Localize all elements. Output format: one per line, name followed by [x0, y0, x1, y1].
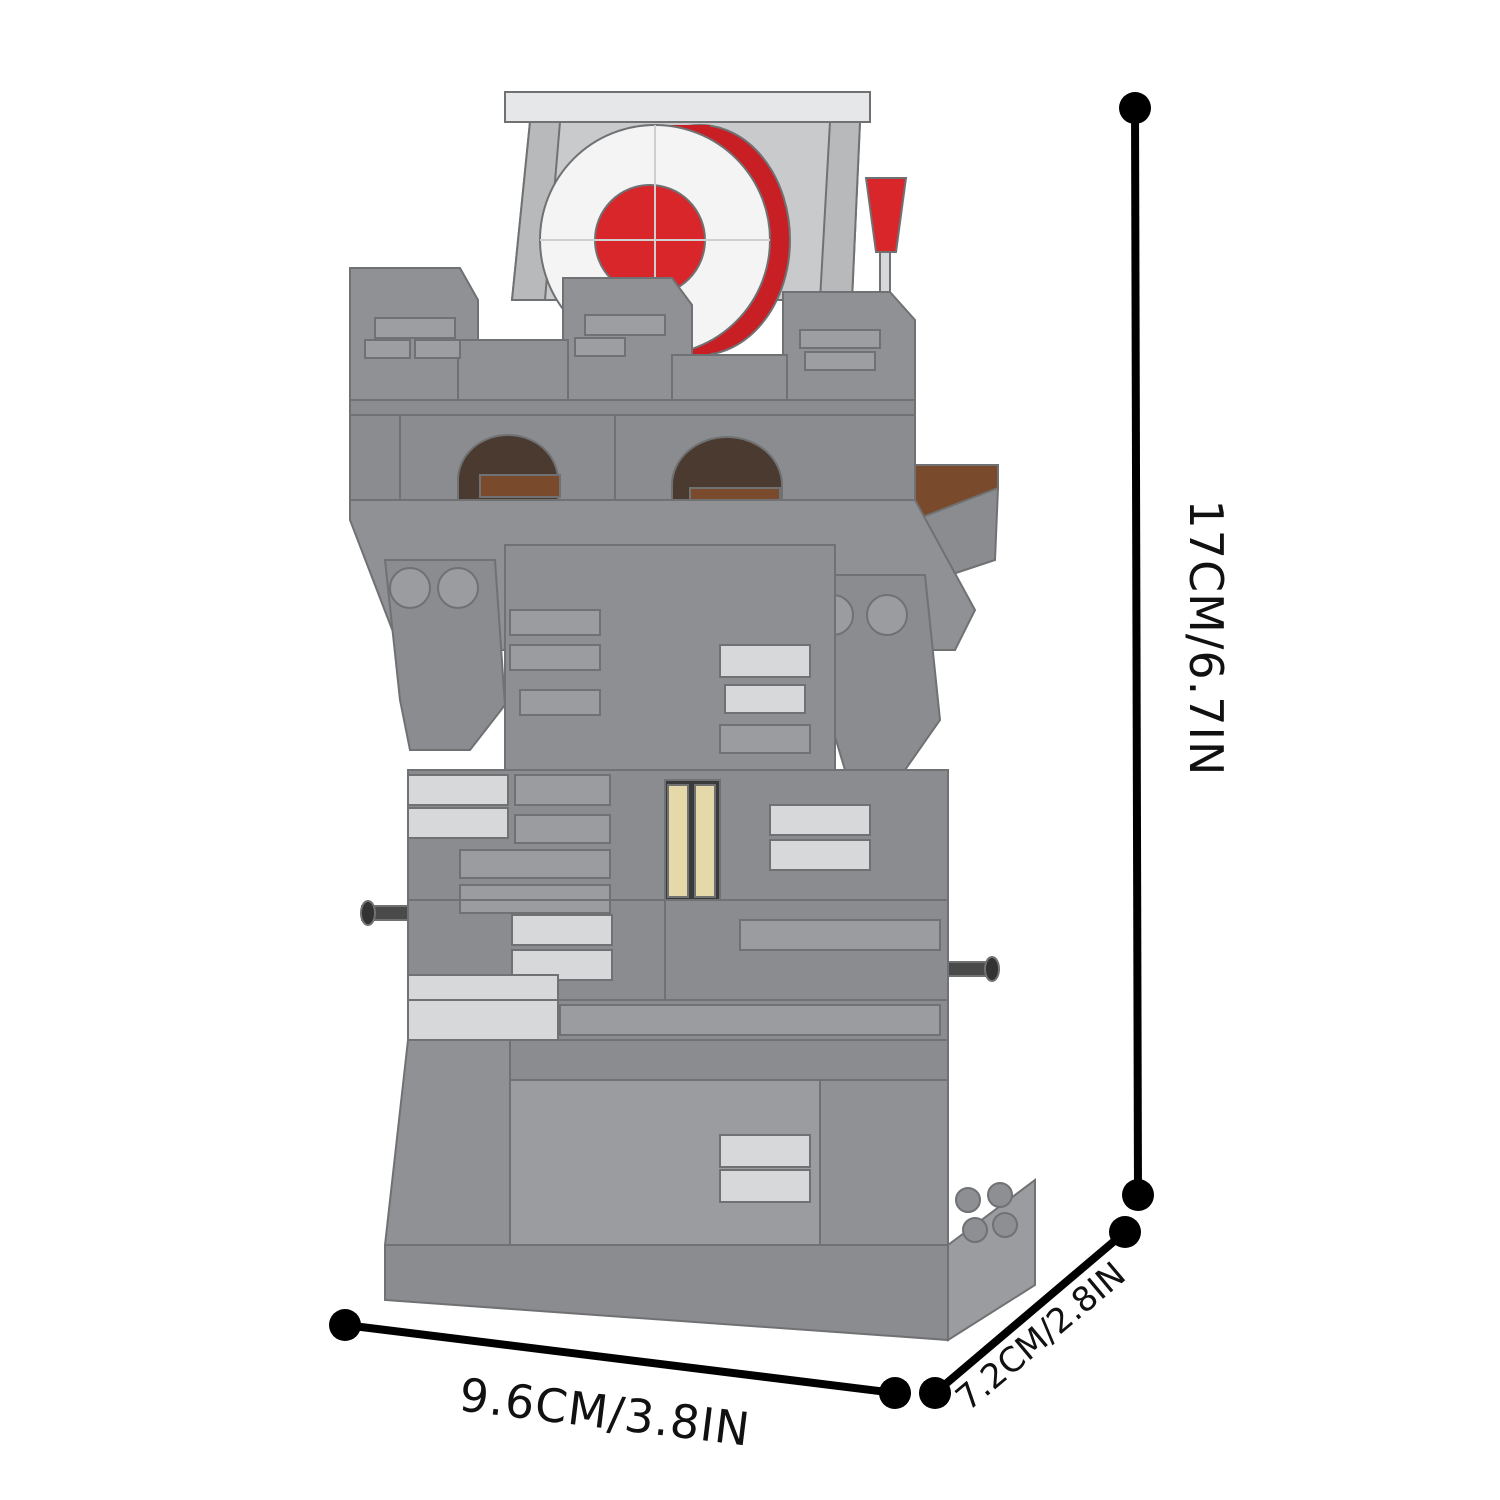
depth-dot-left [919, 1377, 951, 1409]
roof-plate [504, 91, 871, 123]
base-studs [955, 1182, 1018, 1243]
height-dimension: 17CM/6.7IN [1119, 92, 1233, 1211]
upper-band [349, 399, 916, 501]
corbel-left [383, 559, 507, 751]
height-dot-top [1119, 92, 1151, 124]
gate-slot [664, 779, 721, 901]
height-dot-bottom [1122, 1179, 1154, 1211]
pin-right [947, 956, 1000, 982]
wood-ledge-left [479, 474, 561, 498]
width-label: 9.6CM/3.8IN [456, 1367, 753, 1456]
base-plate [384, 1244, 949, 1342]
red-torch [864, 177, 908, 301]
width-dot-right [879, 1377, 911, 1409]
width-dot-left [329, 1309, 361, 1341]
depth-dot-right [1109, 1216, 1141, 1248]
castle-tower-model [349, 91, 1036, 1342]
height-label: 17CM/6.7IN [1179, 500, 1233, 777]
pin-left [360, 900, 409, 926]
